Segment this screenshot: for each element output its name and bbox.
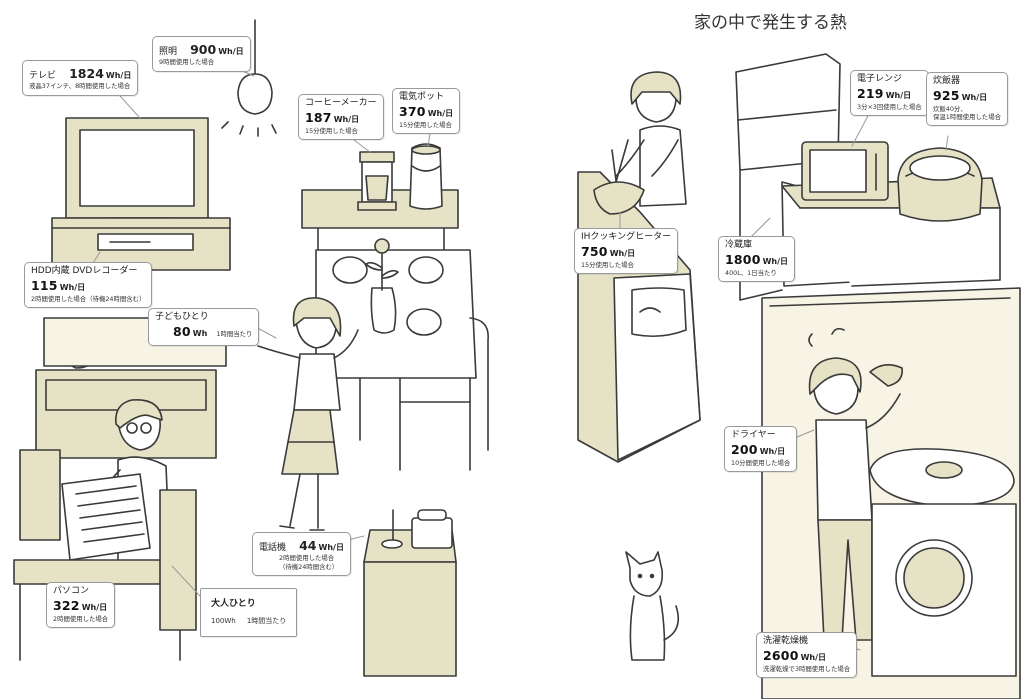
callout-value: 115 [31, 278, 58, 294]
callout-name: 子どもひとり [155, 312, 209, 322]
man-with-dryer-illustration [808, 327, 904, 641]
washbasin-illustration [869, 448, 1015, 507]
pendant-lamp-illustration [221, 19, 277, 137]
callout-unit: Wh [192, 329, 208, 339]
callout-value: 1824 [69, 66, 104, 81]
cat-illustration [625, 551, 680, 661]
callout-unit: Wh/日 [609, 249, 636, 259]
callout-name: IHクッキングヒーター [581, 232, 672, 242]
callout-name: ドライヤー [731, 430, 776, 440]
coffee-maker-illustration [357, 151, 397, 211]
callout-note: 保温1時間使用した場合 [933, 113, 1001, 122]
callout-note: 2時間使用した場合（待機24時間含む） [31, 294, 146, 303]
callout-value: 925 [933, 88, 960, 104]
callout-name: 照明 [159, 47, 178, 57]
callout-name: コーヒーメーカー [305, 98, 377, 108]
callout-value: 200 [731, 442, 758, 458]
callout-value: 322 [53, 598, 80, 614]
callout-name: 大人ひとり [211, 599, 256, 609]
callout-note: 2時間使用した場合 [279, 554, 335, 563]
callout-note: 9時間使用した場合 [159, 58, 215, 67]
callout-value: 219 [857, 86, 884, 102]
callout-unit: Wh/日 [81, 603, 108, 613]
callout-note: 15分使用した場合 [305, 126, 358, 135]
callout-note: 10分間使用した場合 [731, 458, 791, 467]
callout-value: 187 [305, 110, 332, 126]
callout-name: 電子レンジ [857, 74, 903, 84]
callout-value: 370 [399, 104, 426, 120]
callout-value: 750 [581, 244, 608, 260]
callout-value: 2600 [763, 648, 799, 664]
callout-value: 1800 [725, 252, 761, 268]
callout-note: 液晶37インチ、8時間使用した場合 [29, 82, 131, 91]
callout-name: パソコン [53, 586, 90, 596]
callout-value: 900 [190, 42, 217, 57]
callout-unit: Wh/日 [105, 71, 132, 80]
callout-unit: Wh/日 [759, 447, 786, 457]
callout-unit: Wh/日 [800, 653, 827, 663]
callout-note: 400L、1日当たり [725, 268, 777, 277]
callout-name: テレビ [29, 71, 57, 81]
computer-desk-illustration [13, 449, 197, 661]
callout-unit: Wh/日 [218, 47, 244, 56]
callout-unit: Wh/日 [762, 257, 789, 267]
callout-unit: Wh/日 [318, 543, 344, 552]
callout-adult: 大人ひとり 100Wh 1時間当たり [200, 588, 298, 637]
electric-pot-illustration [409, 143, 443, 210]
callout-name: 洗濯乾燥機 [763, 636, 809, 646]
callout-unit: Wh/日 [59, 283, 86, 293]
callout-name: 冷蔵庫 [725, 240, 753, 250]
callout-note: 15分使用した場合 [581, 260, 634, 269]
callout-unit: Wh/日 [961, 93, 988, 103]
callout-note: 3分×3回使用した場合 [857, 102, 922, 111]
phone-stand-illustration [363, 509, 457, 677]
callout-note: 15分使用した場合 [399, 120, 452, 129]
callout-unit: Wh/日 [333, 115, 360, 125]
tv-illustration [51, 117, 231, 271]
washing-machine-illustration [871, 503, 1017, 677]
callout-note: 炊飯40分、 [933, 104, 967, 113]
callout-name: 電気ポット [399, 92, 445, 102]
microwave-illustration [801, 141, 889, 201]
rice-cooker-illustration [897, 147, 983, 222]
callout-note: （待機24時間含む） [279, 562, 339, 571]
callout-note: 2時間使用した場合 [53, 614, 109, 623]
callout-name: HDD内蔵 DVDレコーダー [31, 266, 138, 276]
callout-name: 炊飯器 [933, 76, 961, 86]
callout-unit: Wh/日 [885, 91, 912, 101]
callout-value: 44 [299, 538, 317, 553]
callout-unit: Wh/日 [427, 109, 454, 119]
kitchen-counter-illustration [577, 171, 701, 463]
callout-note: 1時間当たり [246, 617, 287, 626]
girl-illustration [257, 297, 359, 531]
callout-note: 1時間当たり [216, 330, 253, 339]
woman-cooking-illustration [593, 71, 687, 215]
callout-value: 80 [173, 324, 191, 340]
page-title: 家の中で発生する熱 [694, 13, 847, 33]
callout-value: 100Wh [211, 617, 236, 626]
callout-name: 電話機 [259, 543, 287, 553]
callout-note: 洗濯乾燥で3時間使用した場合 [763, 664, 851, 673]
